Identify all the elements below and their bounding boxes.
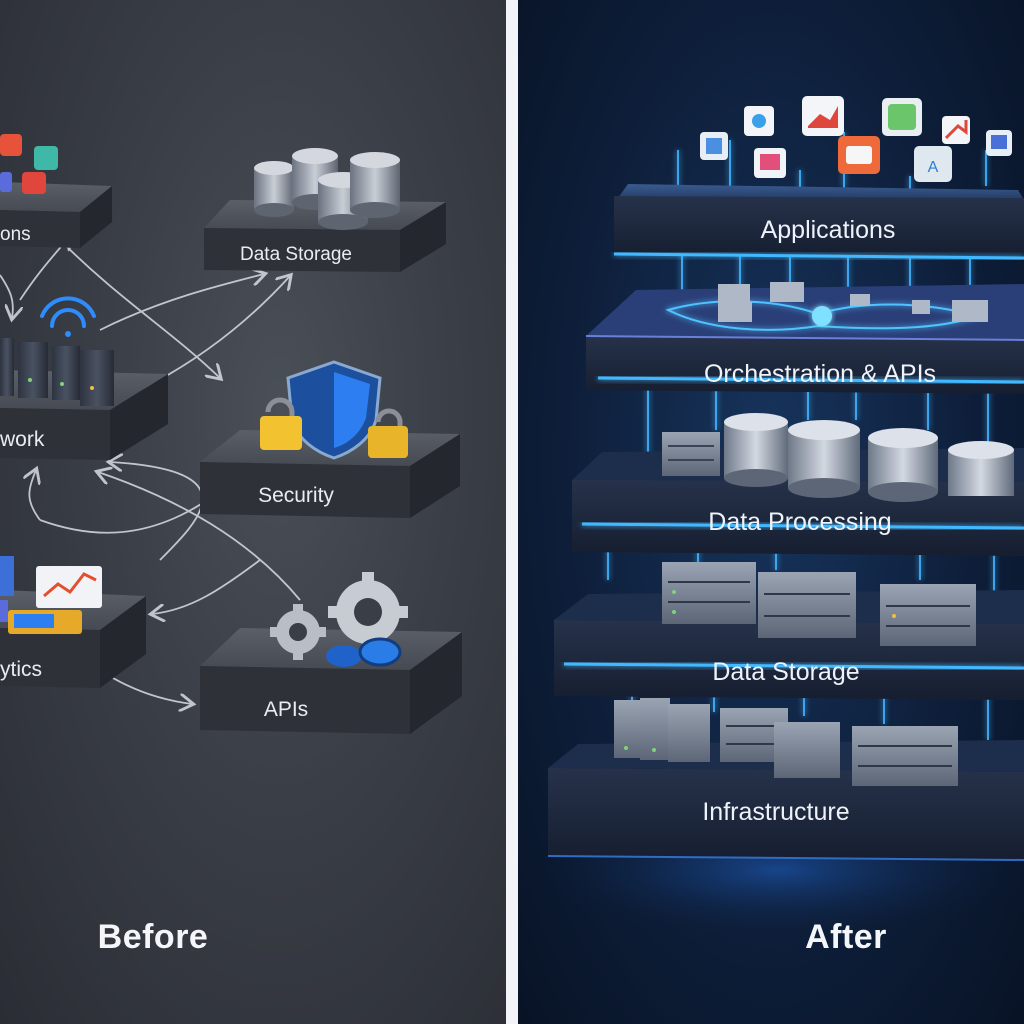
- module-label-applications: ons: [0, 224, 31, 245]
- layer-applications: A Applications: [614, 96, 1024, 258]
- before-diagram: ons Data Storage: [0, 0, 506, 1024]
- svg-text:A: A: [928, 159, 939, 176]
- after-panel: A Applications Orchestration & APIs: [518, 0, 1024, 1024]
- module-data-storage: Data Storage: [204, 148, 446, 272]
- panel-divider: [506, 0, 518, 1024]
- module-network: work: [0, 298, 168, 460]
- layer-label-infrastructure: Infrastructure: [702, 798, 849, 826]
- module-analytics: ytics: [0, 556, 146, 688]
- after-diagram: A Applications Orchestration & APIs: [518, 0, 1024, 1024]
- layer-data-processing: Data Processing: [572, 413, 1024, 556]
- module-label-apis: APIs: [264, 698, 308, 721]
- module-label-security: Security: [258, 484, 334, 507]
- layer-label-applications: Applications: [761, 216, 896, 244]
- module-label-network: work: [0, 428, 45, 451]
- module-apis: APIs: [200, 572, 462, 734]
- wifi-icon: [42, 298, 94, 337]
- after-caption: After: [593, 918, 1024, 957]
- module-label-analytics: ytics: [0, 658, 42, 681]
- module-applications: ons: [0, 134, 112, 248]
- layer-label-orchestration: Orchestration & APIs: [704, 360, 936, 388]
- layer-label-data-storage: Data Storage: [712, 658, 859, 686]
- layer-data-storage: Data Storage: [554, 562, 1024, 700]
- layer-infrastructure: Infrastructure: [548, 698, 1024, 860]
- before-panel: ons Data Storage: [0, 0, 506, 1024]
- app-icons: A: [700, 96, 1012, 182]
- module-security: Security: [200, 362, 460, 518]
- module-label-data-storage: Data Storage: [240, 244, 352, 265]
- layer-orchestration: Orchestration & APIs: [586, 282, 1024, 394]
- before-caption: Before: [0, 918, 406, 957]
- layer-label-data-processing: Data Processing: [708, 508, 891, 536]
